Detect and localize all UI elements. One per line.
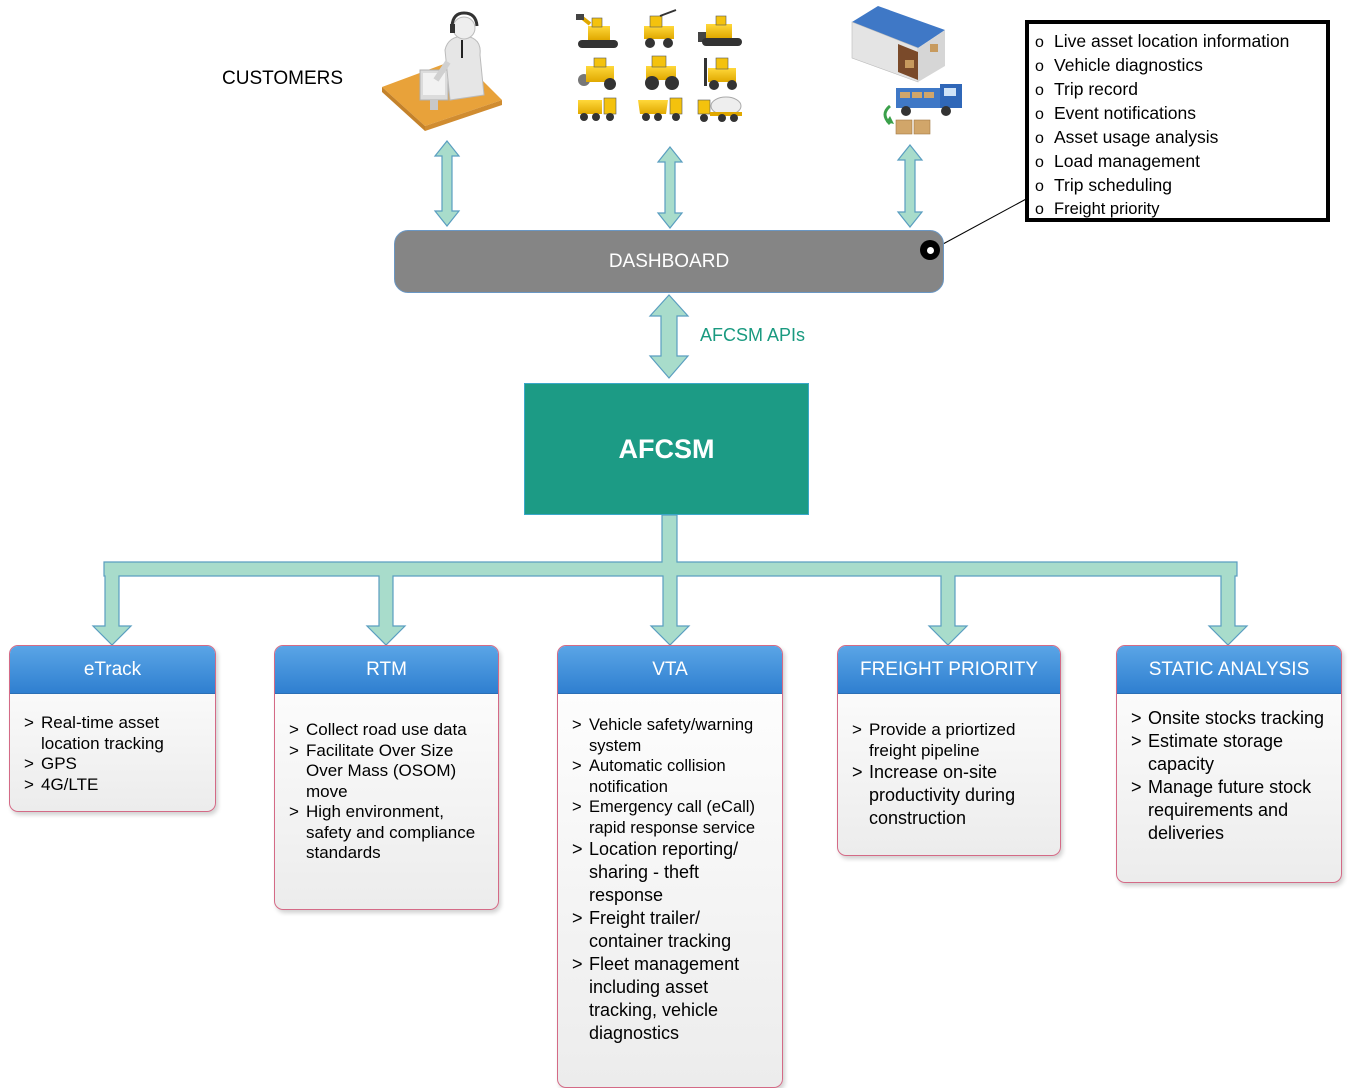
callout-anchor-dot xyxy=(920,240,940,260)
module-item: >Automatic collision notification xyxy=(572,757,726,796)
construction-machinery-icon xyxy=(576,9,742,122)
customers-dashboard-arrow xyxy=(433,140,461,227)
module-title: eTrack xyxy=(10,646,215,694)
callout-line xyxy=(942,197,1029,245)
module-item: >Estimate storage capacity xyxy=(1131,731,1284,774)
module-item: >Vehicle safety/warning system xyxy=(572,716,754,755)
api-label: AFCSM APIs xyxy=(700,325,806,345)
module-item: >Location reporting/ sharing - theft res… xyxy=(572,839,739,905)
module-item: >High environment, safety and compliance… xyxy=(289,802,476,862)
module-item: >Collect road use data xyxy=(289,720,467,739)
module-item: >GPS xyxy=(24,754,77,773)
module-title: STATIC ANALYSIS xyxy=(1117,646,1341,694)
module-distribution-bus xyxy=(91,514,1249,646)
module-title: RTM xyxy=(275,646,498,694)
module-item: >Manage future stock requirements and de… xyxy=(1131,777,1312,843)
module-item: >Facilitate Over Size Over Mass (OSOM) m… xyxy=(289,740,457,801)
machinery-dashboard-arrow xyxy=(656,146,684,229)
module-rtm: RTM >Collect road use data >Facilitate O… xyxy=(274,645,499,910)
warehouse-dashboard-arrow xyxy=(896,144,924,228)
module-title: FREIGHT PRIORITY xyxy=(838,646,1060,694)
module-item: >Onsite stocks tracking xyxy=(1131,708,1325,728)
module-item: >Emergency call (eCall) rapid response s… xyxy=(572,798,755,837)
module-item: >4G/LTE xyxy=(24,774,99,794)
module-vta: VTA >Vehicle safety/warning system >Auto… xyxy=(557,645,783,1088)
dashboard-box: DASHBOARD xyxy=(394,230,944,293)
module-static-analysis: STATIC ANALYSIS >Onsite stocks tracking … xyxy=(1116,645,1342,883)
module-item: >Increase on-site productivity during co… xyxy=(852,762,1016,828)
module-item: >Freight trailer/ container tracking xyxy=(572,908,732,951)
customers-label: CUSTOMERS xyxy=(222,68,344,89)
api-arrow xyxy=(648,294,690,379)
module-title: VTA xyxy=(558,646,782,694)
module-etrack: eTrack >Real-time asset location trackin… xyxy=(9,645,216,812)
module-item: >Provide a priortized freight pipeline xyxy=(852,720,1016,760)
dashboard-label: DASHBOARD xyxy=(608,250,730,272)
warehouse-truck-icon xyxy=(851,6,962,135)
module-freight-priority: FREIGHT PRIORITY >Provide a priortized f… xyxy=(837,645,1061,856)
core-label: AFCSM xyxy=(618,433,715,464)
operator-headset-icon xyxy=(382,11,502,131)
module-item: >Fleet management including asset tracki… xyxy=(572,954,740,1043)
afcsm-core-box: AFCSM xyxy=(524,383,809,515)
module-item: >Real-time asset location tracking xyxy=(24,713,164,753)
